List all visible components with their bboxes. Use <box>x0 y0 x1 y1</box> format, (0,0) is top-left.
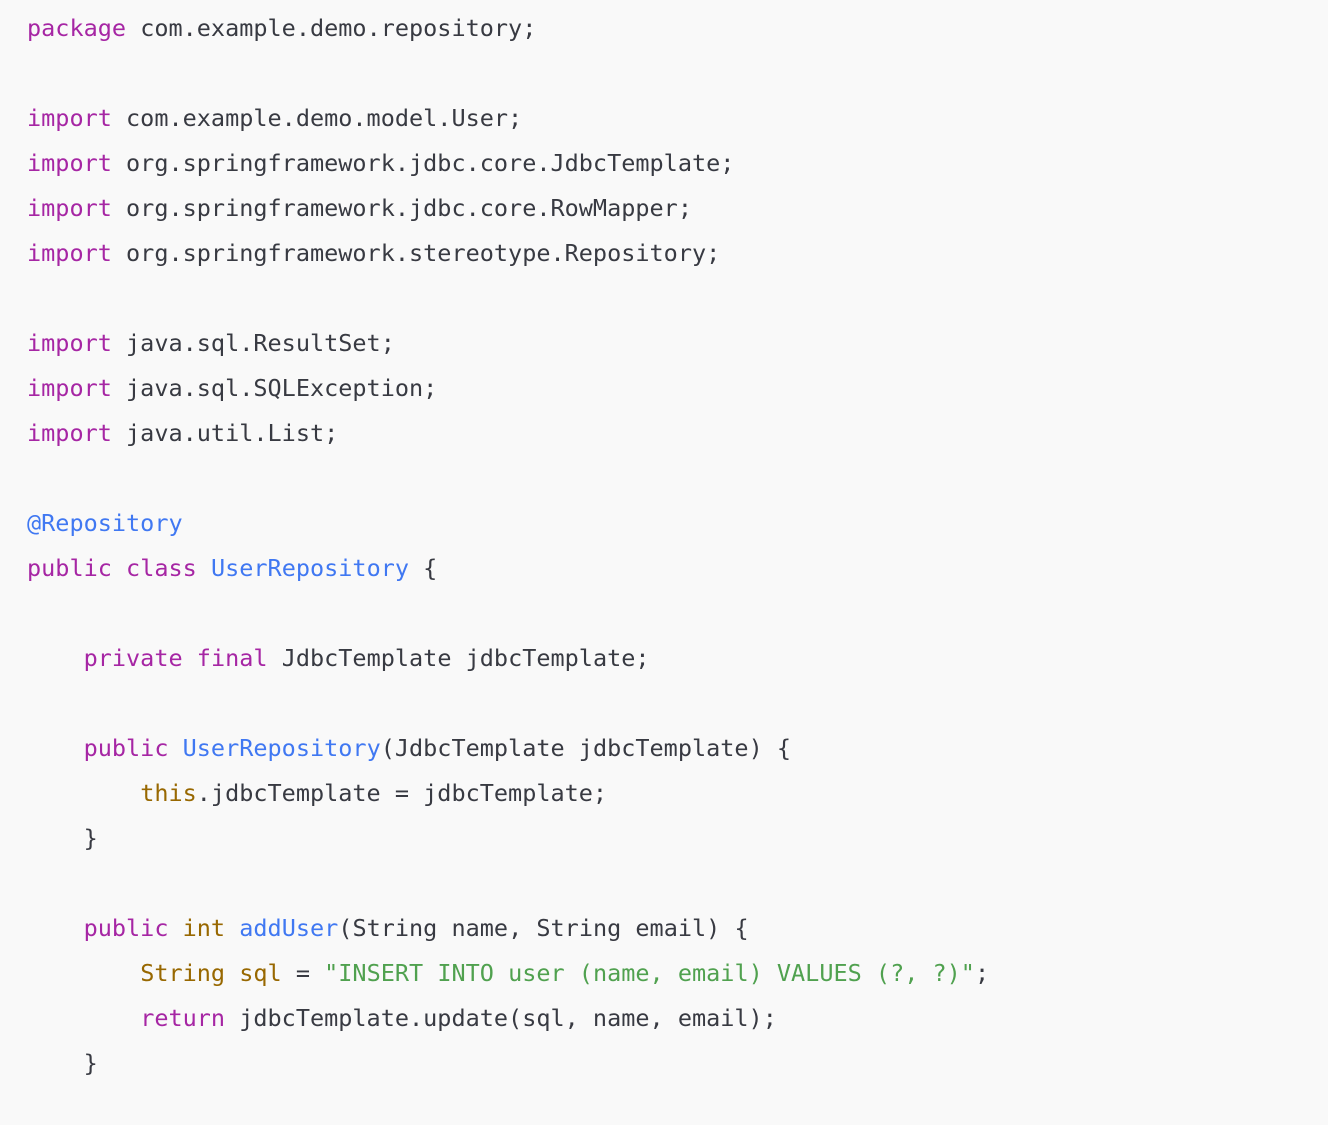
code-token-plain: { <box>409 554 438 582</box>
code-token-plain: } <box>27 1049 98 1077</box>
code-line: public int addUser(String name, String e… <box>27 906 1328 951</box>
code-token-plain <box>168 734 182 762</box>
code-token-plain: (String name, String email) { <box>338 914 749 942</box>
code-token-keyword: public <box>27 554 112 582</box>
code-token-plain: java.sql.SQLException; <box>111 374 438 402</box>
code-token-plain <box>27 1004 140 1032</box>
code-token-plain <box>183 644 197 672</box>
code-line <box>27 456 1328 501</box>
code-line: import java.util.List; <box>27 411 1328 456</box>
code-token-keyword: public <box>83 734 169 762</box>
code-token-keyword: import <box>27 104 112 132</box>
code-line: import com.example.demo.model.User; <box>27 96 1328 141</box>
code-token-plain <box>27 914 84 942</box>
code-token-meta: @Repository <box>27 509 183 537</box>
code-token-plain: java.sql.ResultSet; <box>111 329 395 357</box>
code-token-plain: org.springframework.jdbc.core.RowMapper; <box>111 194 692 222</box>
code-line: @Repository <box>27 501 1328 546</box>
code-token-plain: java.util.List; <box>111 419 339 447</box>
code-token-title: addUser <box>239 914 339 942</box>
code-line <box>27 276 1328 321</box>
code-line: String sql = "INSERT INTO user (name, em… <box>27 951 1328 996</box>
code-line <box>27 861 1328 906</box>
code-line: public class UserRepository { <box>27 546 1328 591</box>
code-token-plain <box>27 779 140 807</box>
code-token-plain: org.springframework.stereotype.Repositor… <box>111 239 721 267</box>
code-token-plain <box>112 554 126 582</box>
code-token-keyword: import <box>27 419 112 447</box>
code-token-type: int <box>182 914 226 942</box>
code-token-keyword: public <box>83 914 169 942</box>
code-token-plain: com.example.demo.repository; <box>126 14 537 42</box>
code-token-keyword: class <box>126 554 197 582</box>
code-line: } <box>27 1041 1328 1086</box>
code-token-type: String <box>140 959 226 987</box>
code-token-title: UserRepository <box>182 734 381 762</box>
code-token-keyword: return <box>140 1004 226 1032</box>
code-token-plain: jdbcTemplate.update(sql, name, email); <box>225 1004 777 1032</box>
code-line: import java.sql.SQLException; <box>27 366 1328 411</box>
code-token-keyword: final <box>196 644 268 672</box>
code-line: } <box>27 816 1328 861</box>
code-line: import java.sql.ResultSet; <box>27 321 1328 366</box>
code-token-plain: } <box>27 824 98 852</box>
code-token-keyword: private <box>83 644 183 672</box>
code-token-plain: = <box>281 959 325 987</box>
code-token-plain <box>197 554 211 582</box>
code-token-plain <box>225 959 239 987</box>
code-line <box>27 591 1328 636</box>
code-token-keyword: import <box>27 239 112 267</box>
code-token-plain: org.springframework.jdbc.core.JdbcTempla… <box>111 149 735 177</box>
code-line: import org.springframework.jdbc.core.Row… <box>27 186 1328 231</box>
code-token-keyword: import <box>27 329 112 357</box>
code-block[interactable]: package com.example.demo.repository; imp… <box>0 0 1328 1086</box>
code-token-plain <box>27 959 140 987</box>
code-line: import org.springframework.stereotype.Re… <box>27 231 1328 276</box>
code-line <box>27 681 1328 726</box>
code-line: import org.springframework.jdbc.core.Jdb… <box>27 141 1328 186</box>
code-token-plain: com.example.demo.model.User; <box>111 104 523 132</box>
code-token-plain: .jdbcTemplate = jdbcTemplate; <box>196 779 608 807</box>
code-token-type: sql <box>239 959 282 987</box>
code-line: private final JdbcTemplate jdbcTemplate; <box>27 636 1328 681</box>
code-token-string: "INSERT INTO user (name, email) VALUES (… <box>324 959 975 987</box>
code-token-keyword: package <box>27 14 127 42</box>
code-line <box>27 51 1328 96</box>
code-token-plain: (JdbcTemplate jdbcTemplate) { <box>380 734 792 762</box>
code-token-plain: ; <box>974 959 990 987</box>
code-line: this.jdbcTemplate = jdbcTemplate; <box>27 771 1328 816</box>
code-token-plain <box>168 914 182 942</box>
code-line: return jdbcTemplate.update(sql, name, em… <box>27 996 1328 1041</box>
code-token-plain <box>225 914 239 942</box>
code-token-keyword: import <box>27 149 112 177</box>
code-line: public UserRepository(JdbcTemplate jdbcT… <box>27 726 1328 771</box>
code-token-title: UserRepository <box>210 554 410 582</box>
code-token-type: this <box>140 779 197 807</box>
code-line: package com.example.demo.repository; <box>27 6 1328 51</box>
code-token-plain <box>27 734 84 762</box>
code-token-plain <box>27 644 84 672</box>
code-token-keyword: import <box>27 194 112 222</box>
code-token-plain: JdbcTemplate jdbcTemplate; <box>267 644 650 672</box>
code-token-keyword: import <box>27 374 112 402</box>
